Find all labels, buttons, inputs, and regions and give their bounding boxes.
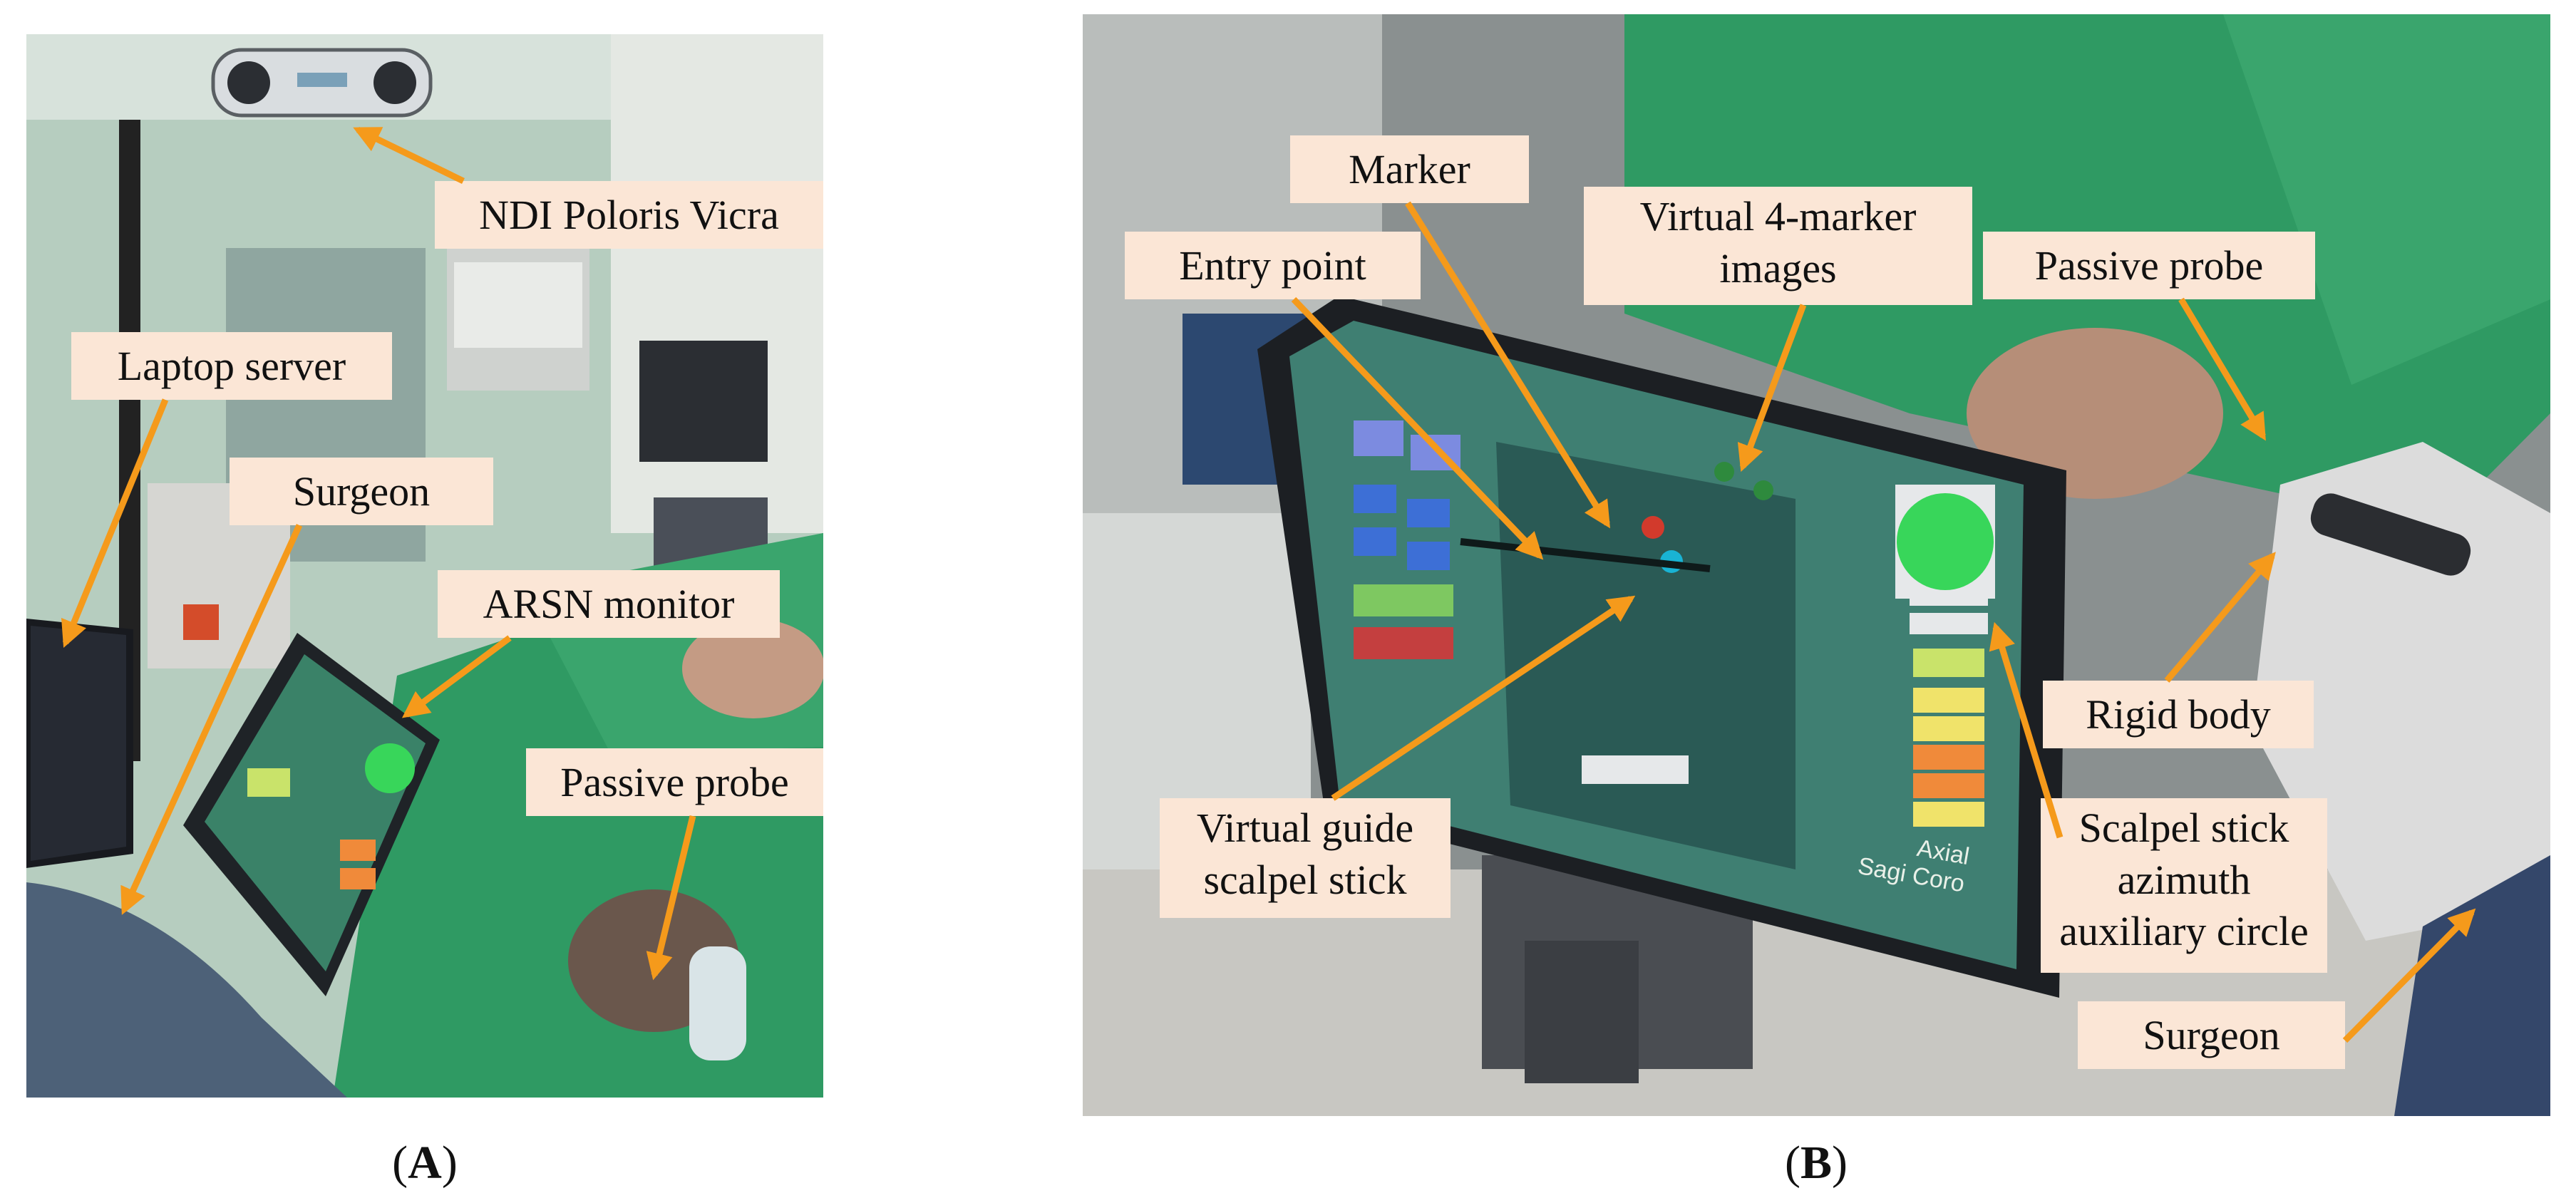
label-virtual-4-marker-images: Virtual 4-marker images (1584, 187, 1972, 305)
label-virtual-guide-scalpel-stick: Virtual guide scalpel stick (1160, 798, 1451, 918)
ndi-camera-shape (211, 48, 433, 118)
label-scalpel-line2: azimuth (2117, 856, 2251, 903)
label-passive-probe-b: Passive probe (1983, 232, 2315, 299)
label-virtual-4-line2: images (1719, 244, 1837, 291)
caption-b-letter: B (1800, 1137, 1833, 1189)
label-arsn-monitor: ARSN monitor (438, 570, 780, 638)
label-ndi-poloris-vicra: NDI Poloris Vicra (435, 181, 823, 249)
caption-a-letter: A (408, 1137, 442, 1189)
label-entry-point: Entry point (1125, 232, 1421, 299)
label-guide-line1: Virtual guide (1196, 805, 1414, 851)
label-scalpel-line3: auxiliary circle (2059, 908, 2309, 954)
label-passive-probe-a: Passive probe (526, 748, 823, 816)
caption-b: (B) (1785, 1137, 1848, 1189)
caption-a: (A) (392, 1137, 458, 1189)
label-marker: Marker (1290, 135, 1529, 203)
label-laptop-server: Laptop server (71, 332, 392, 400)
label-scalpel-stick-azimuth-circle: Scalpel stick azimuth auxiliary circle (2041, 798, 2327, 973)
label-surgeon-a: Surgeon (230, 458, 493, 525)
label-surgeon-b: Surgeon (2078, 1001, 2345, 1069)
label-scalpel-line1: Scalpel stick (2078, 805, 2289, 851)
label-rigid-body: Rigid body (2043, 681, 2314, 748)
label-virtual-4-line1: Virtual 4-marker (1639, 193, 1917, 239)
label-guide-line2: scalpel stick (1203, 856, 1407, 903)
